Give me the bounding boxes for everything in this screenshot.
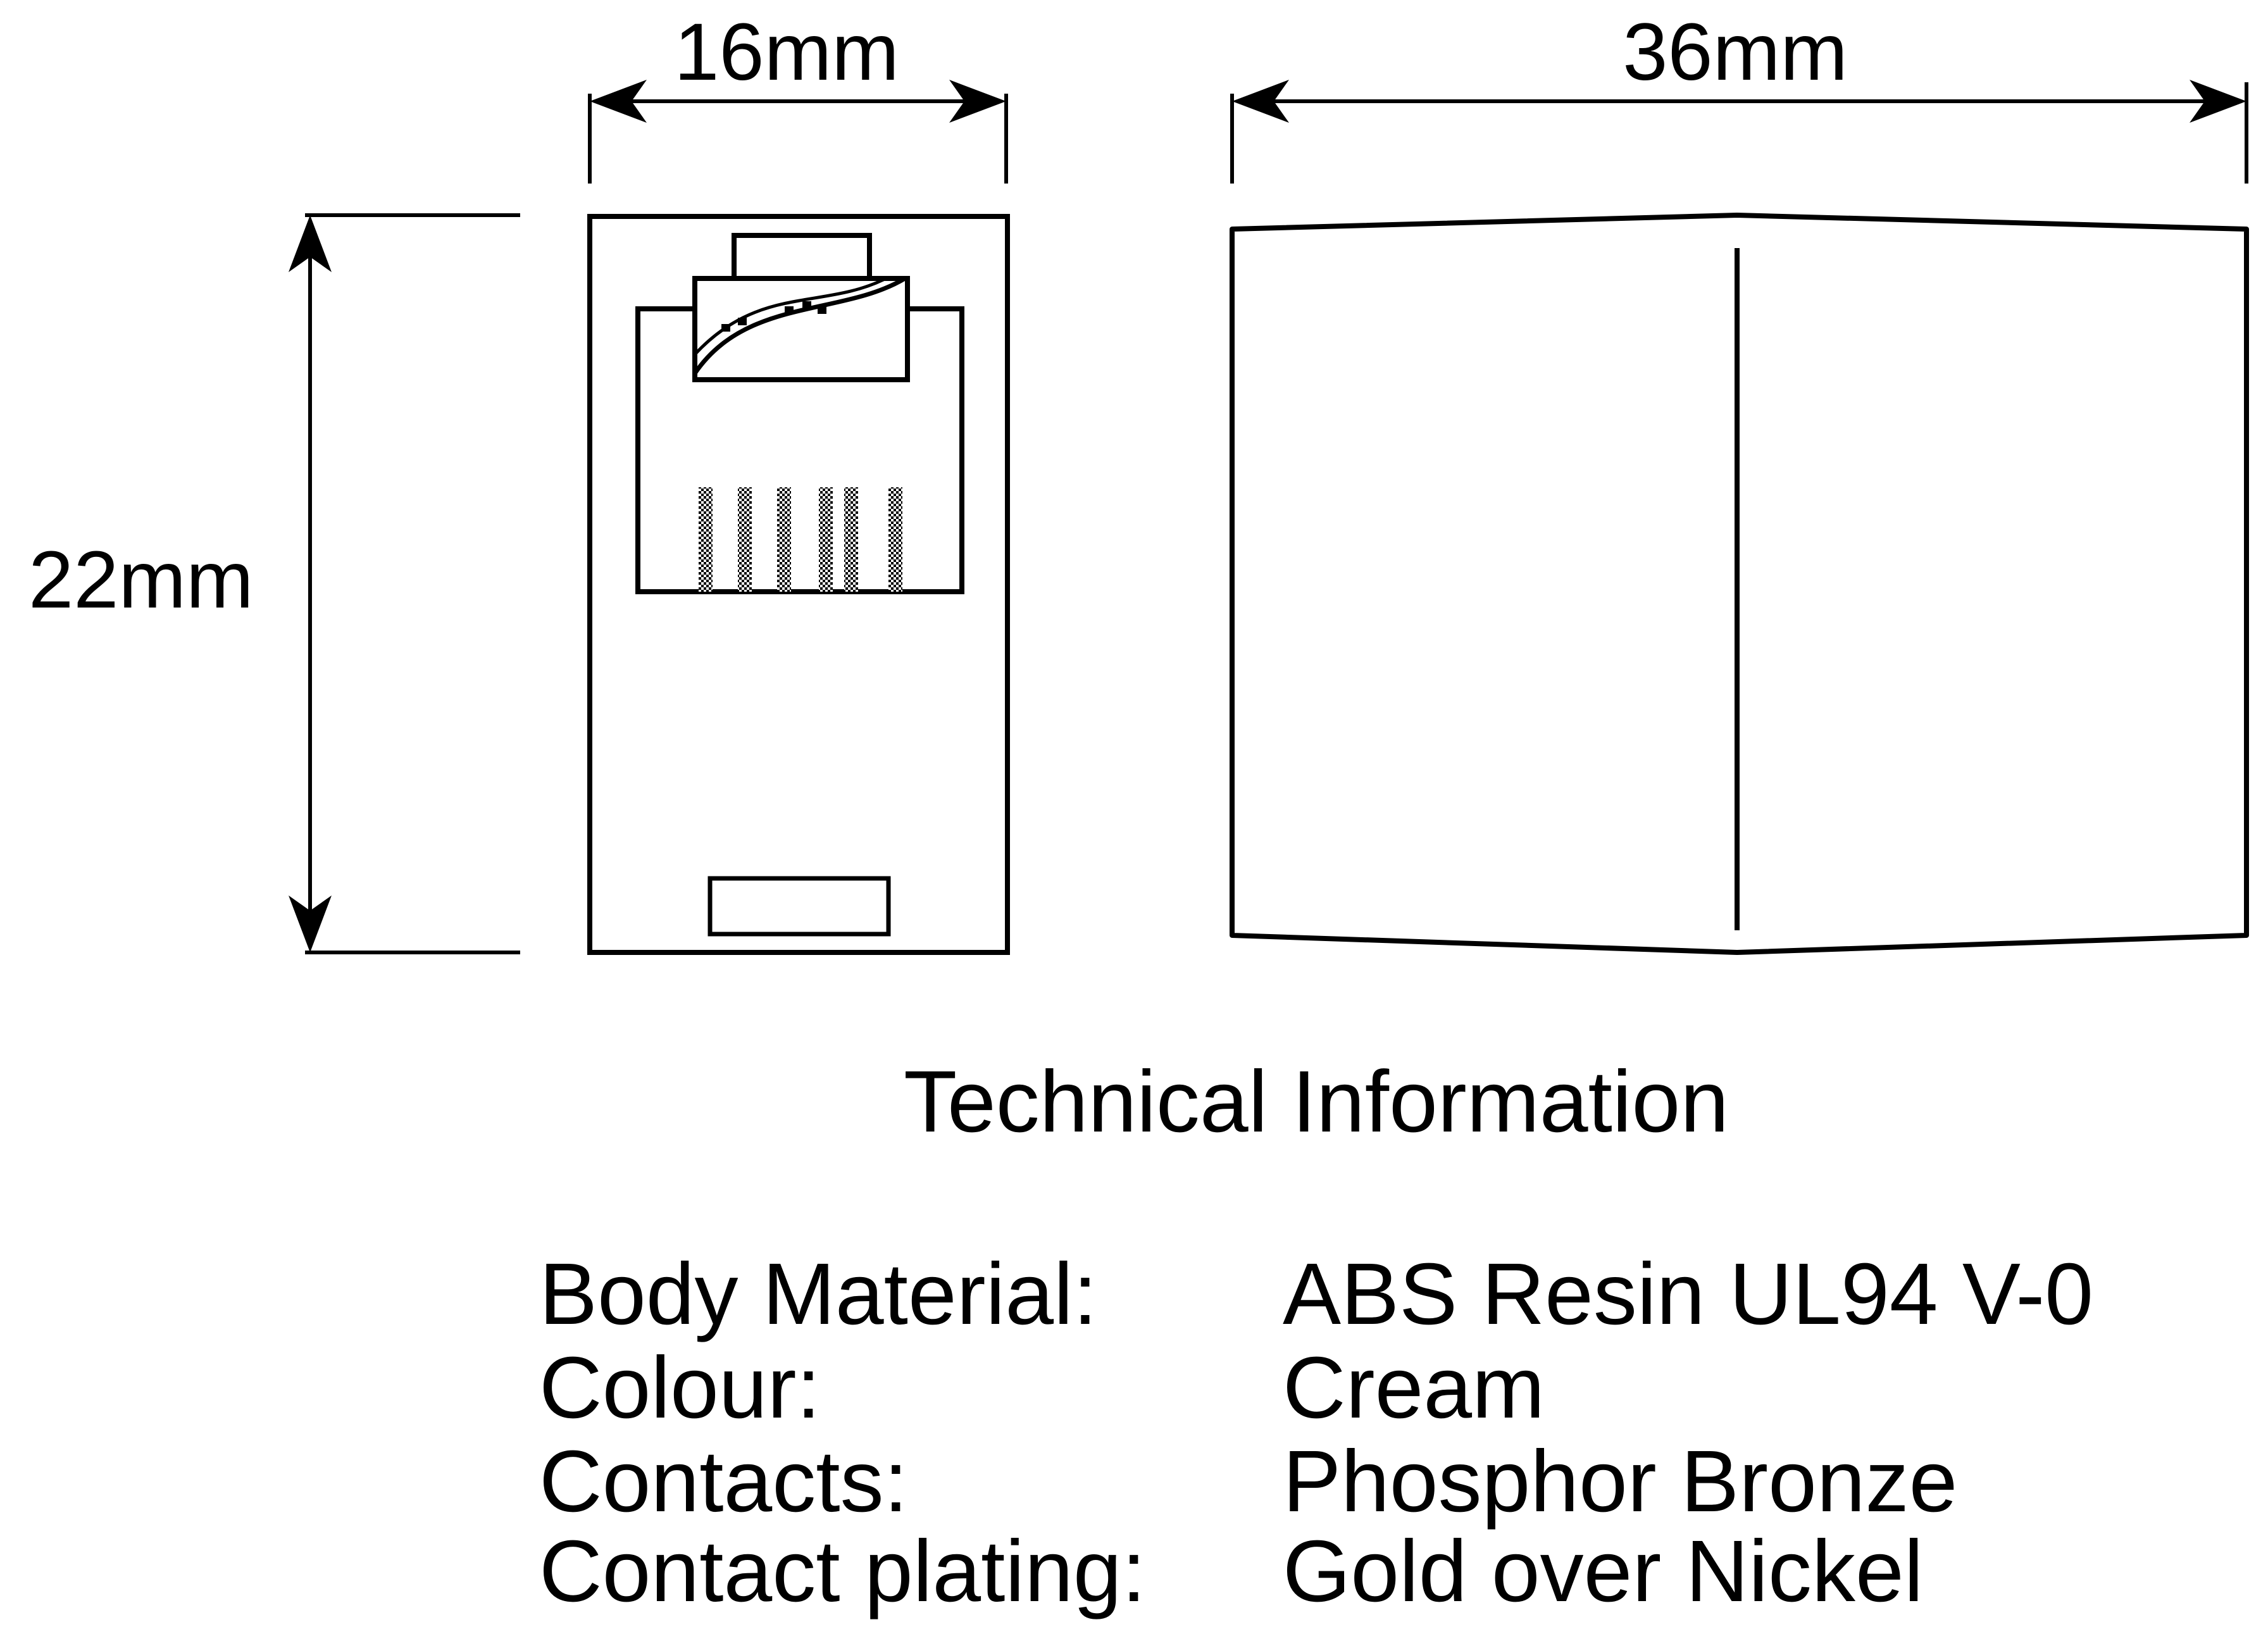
spec-label-contacts: Contacts: — [539, 1433, 908, 1530]
spec-label-contact-plating: Contact plating: — [539, 1523, 1146, 1620]
cable-marks — [721, 301, 826, 332]
side-view — [1230, 213, 2249, 955]
contact-pin — [699, 487, 713, 592]
latch-slot — [707, 876, 891, 937]
contact-pin — [777, 487, 791, 592]
spec-value-contact-plating: Gold over Nickel — [1283, 1523, 1923, 1620]
spec-label-body-material: Body Material: — [539, 1245, 1097, 1343]
spec-table: Body Material: ABS Resin UL94 V-0 Colour… — [539, 1245, 2093, 1620]
contact-pin — [844, 487, 858, 592]
contact-pin — [888, 487, 902, 592]
cable-curve — [694, 277, 887, 356]
arrowhead-down — [289, 895, 332, 952]
side-length-label: 36mm — [1623, 7, 1848, 97]
arrowhead-right — [2190, 80, 2246, 123]
latch-window — [692, 276, 910, 382]
arrowhead-left — [590, 80, 647, 123]
dimension-side-length — [1230, 82, 2248, 184]
side-body-outline — [1230, 213, 2249, 955]
dimension-front-width — [588, 94, 1008, 184]
front-width-label: 16mm — [674, 7, 899, 97]
jack-opening — [635, 233, 964, 594]
section-title: Technical Information — [904, 1053, 1729, 1151]
height-label: 22mm — [28, 535, 254, 625]
contact-pin — [819, 487, 833, 592]
contact-pins — [699, 487, 902, 592]
spec-value-body-material: ABS Resin UL94 V-0 — [1283, 1245, 2093, 1343]
front-body-outline — [587, 214, 1010, 955]
spec-value-colour: Cream — [1283, 1339, 1545, 1437]
dimension-height — [305, 213, 520, 954]
arrowhead-up — [289, 215, 332, 272]
spec-value-contacts: Phosphor Bronze — [1283, 1433, 1957, 1530]
arrowhead-left — [1232, 80, 1289, 123]
front-view — [587, 214, 1010, 955]
cable-curve — [693, 276, 906, 375]
spec-label-colour: Colour: — [539, 1339, 821, 1437]
arrowhead-right — [949, 80, 1006, 123]
contact-pin — [738, 487, 752, 592]
